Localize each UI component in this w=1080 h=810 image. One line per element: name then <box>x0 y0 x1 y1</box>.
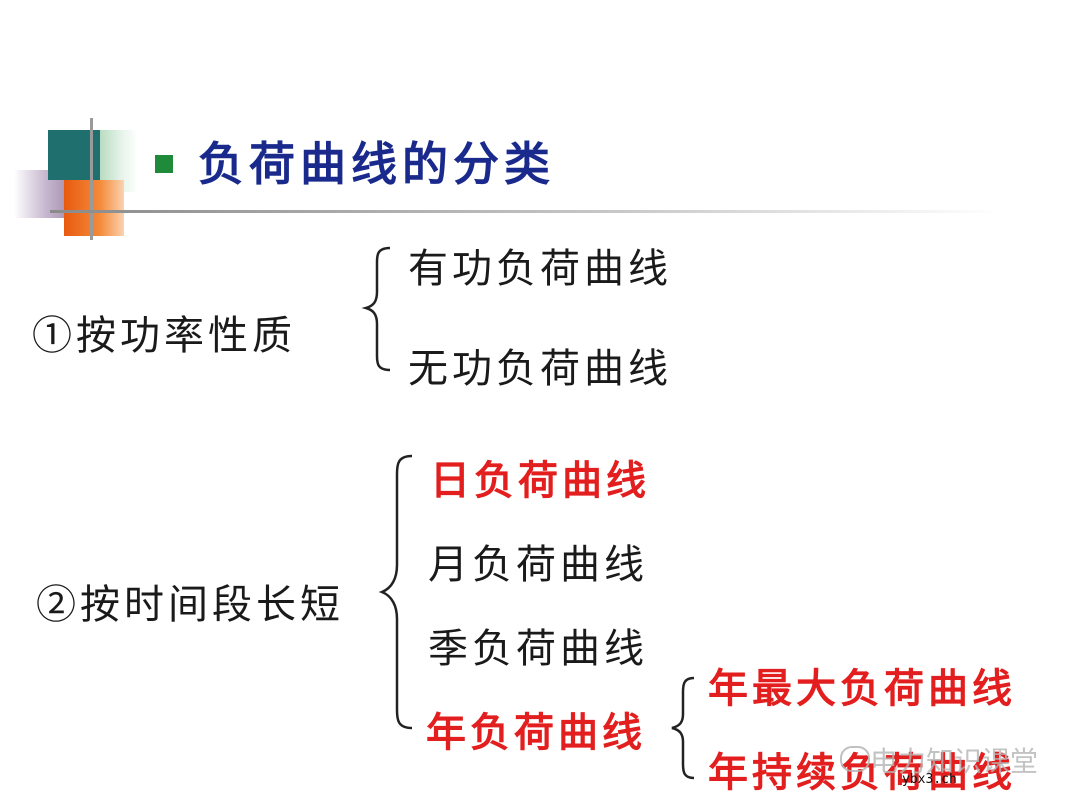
brace-power-nature <box>361 246 391 372</box>
item-annual-max-load-curve: 年最大负荷曲线 <box>708 665 1016 712</box>
item-active-load-curve: 有功负荷曲线 <box>408 246 672 292</box>
item-seasonal-load-curve: 季负荷曲线 <box>428 626 648 672</box>
slide-title: 负荷曲线的分类 <box>198 137 555 191</box>
watermark-name: 电力知识课堂 <box>870 745 1039 778</box>
item-monthly-load-curve: 月负荷曲线 <box>428 542 648 588</box>
title-underline <box>50 210 1000 213</box>
decor-orange-block <box>64 180 124 236</box>
brace-annual <box>671 676 695 780</box>
item-daily-load-curve: 日负荷曲线 <box>430 457 650 504</box>
group-power-nature-label: ①按功率性质 <box>32 313 296 359</box>
group-time-period-label: ②按时间段长短 <box>36 582 344 628</box>
decor-teal-block <box>48 130 108 180</box>
decor-vertical-line <box>90 118 93 240</box>
title-bullet-icon <box>155 155 173 173</box>
watermark-url: ybx3.ch <box>902 772 957 787</box>
wechat-icon <box>840 746 870 772</box>
brace-time-period <box>378 454 413 730</box>
item-annual-load-curve: 年负荷曲线 <box>426 709 646 756</box>
item-reactive-load-curve: 无功负荷曲线 <box>408 346 672 392</box>
